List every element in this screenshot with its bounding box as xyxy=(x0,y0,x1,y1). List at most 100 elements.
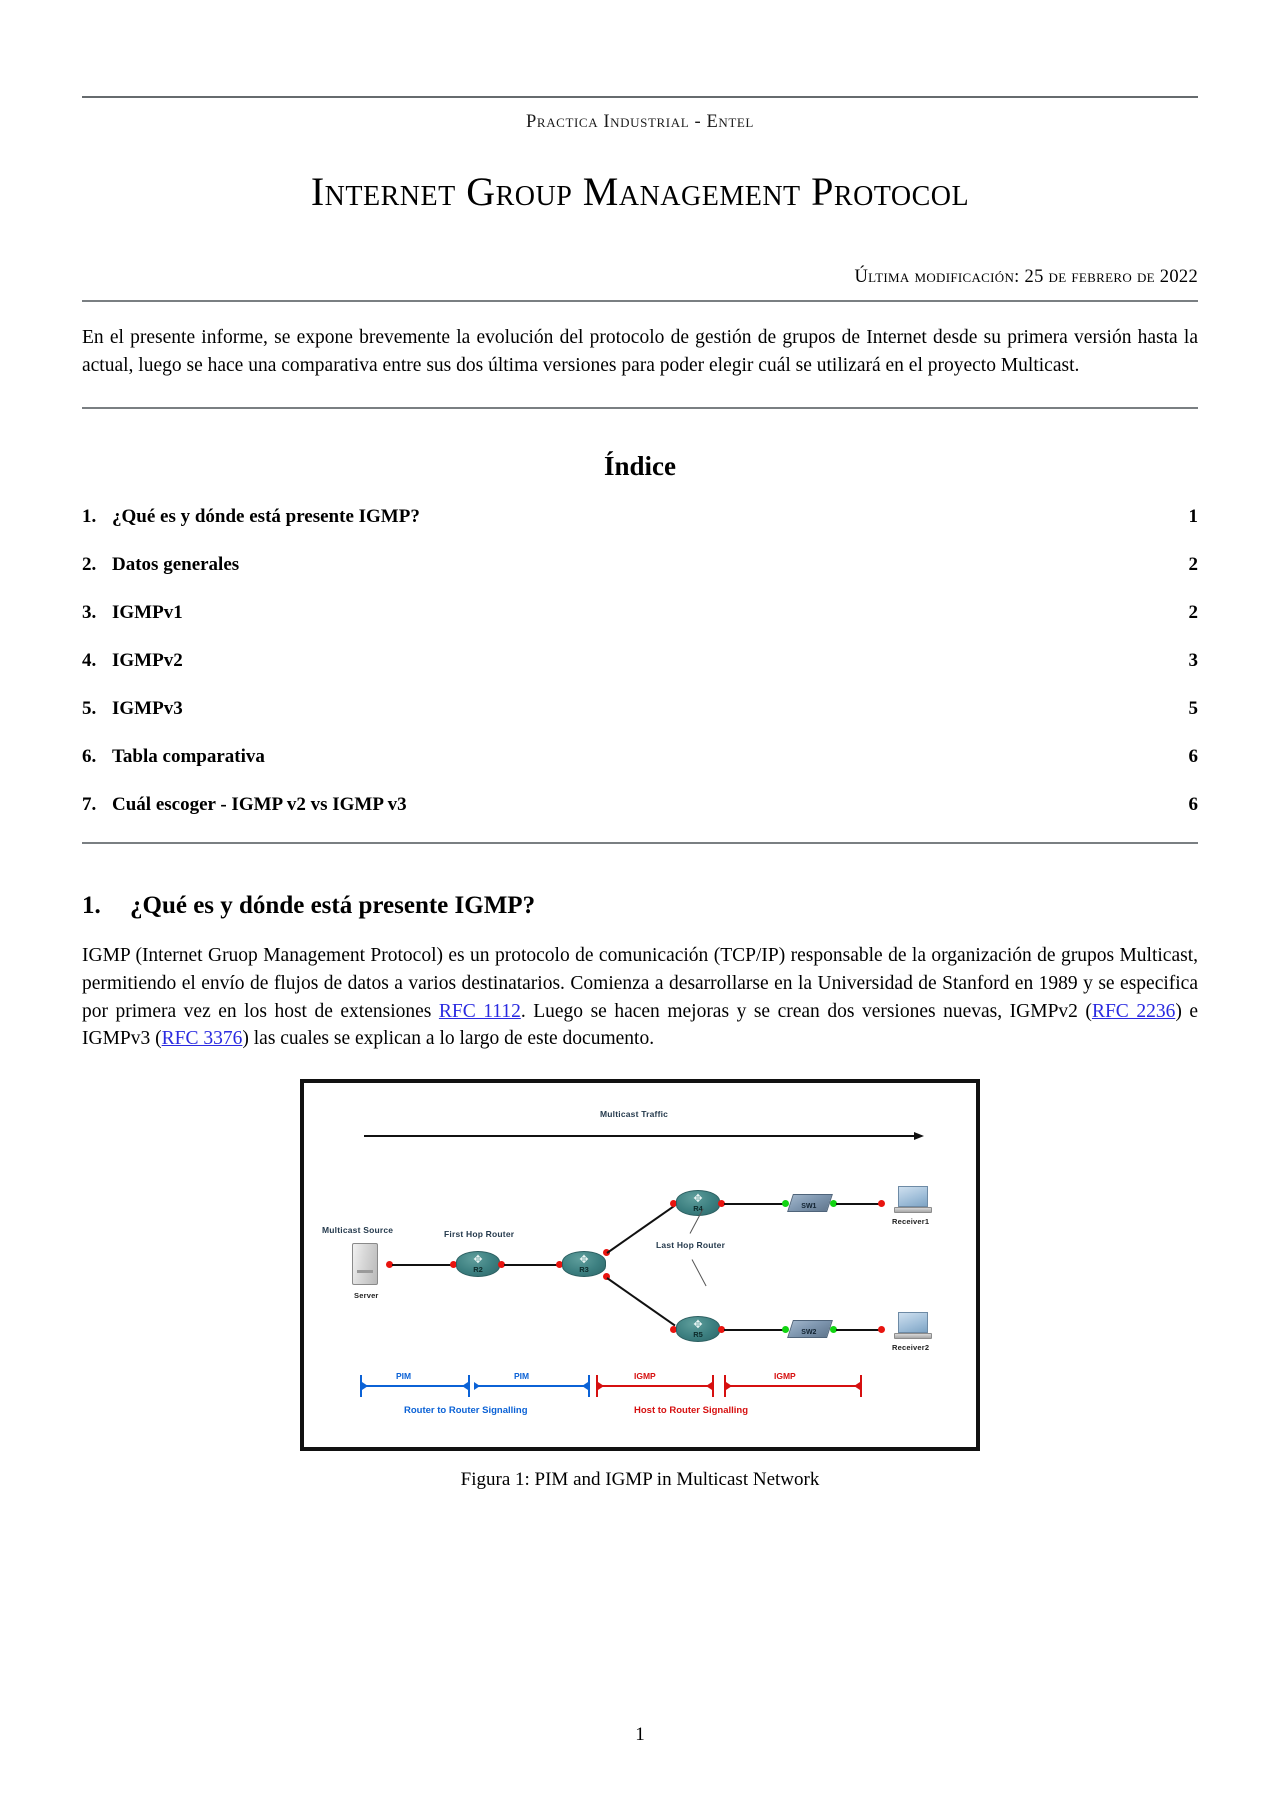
toc-label: Cuál escoger - IGMP v2 vs IGMP v3 xyxy=(112,794,407,816)
link-r3-r5 xyxy=(606,1277,676,1327)
r3-left-port xyxy=(556,1261,563,1269)
page-footer-number: 1 xyxy=(635,1724,645,1745)
server-port xyxy=(386,1261,393,1269)
pim-arrow-2-right xyxy=(474,1382,480,1391)
paragraph-part-4: ) las cuales se explican a lo largo de e… xyxy=(242,1028,655,1050)
sw1-left-port xyxy=(782,1200,789,1208)
multicast-traffic-label: Multicast Traffic xyxy=(600,1109,669,1120)
toc-label: IGMPv1 xyxy=(112,602,183,624)
router-r2-label: R2 xyxy=(473,1265,483,1275)
toc-entry-4[interactable]: 4. IGMPv2 3 xyxy=(82,650,1198,672)
igmp-arrow-2-left xyxy=(854,1382,860,1391)
pim-tick-3 xyxy=(588,1375,590,1398)
igmp-tick-4 xyxy=(860,1375,862,1398)
journal-line: Practica Industrial - Entel xyxy=(526,112,754,132)
last-hop-router-label: Last Hop Router xyxy=(656,1240,726,1251)
toc-entry-2[interactable]: 2. Datos generales 2 xyxy=(82,554,1198,576)
toc-entry-3[interactable]: 3. IGMPv1 2 xyxy=(82,602,1198,624)
toc-entry-7[interactable]: 7. Cuál escoger - IGMP v2 vs IGMP v3 6 xyxy=(82,794,1198,816)
toc-number: 7. xyxy=(82,794,97,816)
toc-number: 4. xyxy=(82,650,97,672)
router-arrows-icon: ✥ xyxy=(693,1318,703,1332)
section-1-paragraph: IGMP (Internet Gruop Management Protocol… xyxy=(82,942,1198,1053)
first-hop-router-label: First Hop Router xyxy=(444,1229,515,1240)
router-r4-label: R4 xyxy=(693,1204,703,1214)
toc-page-number: 6 xyxy=(1188,794,1199,816)
toc-label: IGMPv3 xyxy=(112,698,183,720)
igmp-arrow-1-left xyxy=(706,1382,712,1391)
section-title: ¿Qué es y dónde está presente IGMP? xyxy=(130,892,536,920)
link-server-r2 xyxy=(392,1264,454,1267)
toc-entry-6[interactable]: 6. Tabla comparativa 6 xyxy=(82,746,1198,768)
toc-page-number: 5 xyxy=(1188,698,1199,720)
toc-page-number: 2 xyxy=(1188,602,1199,624)
toc-page-number: 1 xyxy=(1188,506,1199,528)
section-number: 1. xyxy=(82,892,101,920)
igmp-tick-2 xyxy=(712,1375,714,1398)
figure-caption: Figura 1: PIM and IGMP in Multicast Netw… xyxy=(460,1469,820,1491)
masthead-bottom-rule xyxy=(82,300,1198,302)
toc-number: 5. xyxy=(82,698,97,720)
server-label: Server xyxy=(354,1291,379,1301)
r4-right-port xyxy=(718,1200,725,1208)
abstract-text: En el presente informe, se expone brevem… xyxy=(82,327,1198,376)
receiver1-label: Receiver1 xyxy=(892,1217,930,1227)
pim-tick-2 xyxy=(468,1375,470,1398)
router-signalling-label: Router to Router Signalling xyxy=(404,1405,528,1417)
toc-page-number: 2 xyxy=(1188,554,1199,576)
link-sw1-receiver1 xyxy=(836,1203,882,1206)
receiver2-laptop-icon xyxy=(894,1312,932,1342)
rfc-3376-link[interactable]: RFC 3376 xyxy=(161,1028,243,1050)
figure-1: Multicast Traffic Multicast Source Serve… xyxy=(82,1079,1198,1452)
link-r4-sw1 xyxy=(724,1203,786,1206)
receiver2-port xyxy=(878,1326,885,1334)
igmp-tick-1 xyxy=(596,1375,598,1398)
link-sw2-receiver2 xyxy=(836,1329,882,1332)
toc-page-number: 6 xyxy=(1188,746,1199,768)
server-icon xyxy=(352,1243,378,1286)
r2-left-port xyxy=(450,1261,457,1269)
toc-entry-1[interactable]: 1. ¿Qué es y dónde está presente IGMP? 1 xyxy=(82,506,1198,528)
router-r3-label: R3 xyxy=(579,1265,589,1275)
igmp-bar-2 xyxy=(730,1385,858,1388)
link-r2-r3 xyxy=(504,1264,560,1267)
toc-bottom-rule xyxy=(82,842,1198,845)
rfc-2236-link[interactable]: RFC 2236 xyxy=(1091,1000,1176,1022)
receiver1-laptop-icon xyxy=(894,1186,932,1216)
toc-number: 6. xyxy=(82,746,97,768)
section-1-heading: 1. ¿Qué es y dónde está presente IGMP? xyxy=(82,892,1198,920)
toc-number: 1. xyxy=(82,506,97,528)
pim-label-1: PIM xyxy=(396,1371,412,1382)
toc-number: 3. xyxy=(82,602,97,624)
abstract-bottom-rule xyxy=(82,407,1198,410)
r4-left-port xyxy=(670,1200,677,1208)
router-r5-label: R5 xyxy=(693,1330,703,1340)
receiver2-label: Receiver2 xyxy=(892,1343,930,1353)
toc-entry-5[interactable]: 5. IGMPv3 5 xyxy=(82,698,1198,720)
last-hop-leader-down xyxy=(691,1259,707,1287)
laptop-screen xyxy=(898,1186,928,1208)
pim-bar-2 xyxy=(478,1385,586,1388)
igmp-bar-1 xyxy=(602,1385,710,1388)
link-r5-sw2 xyxy=(724,1329,786,1332)
paragraph-part-1: IGMP (Internet Gruop Management Protocol… xyxy=(82,945,1198,1022)
sw2-right-port xyxy=(830,1326,837,1334)
toc-label: Datos generales xyxy=(112,554,240,576)
laptop-base xyxy=(894,1207,932,1214)
igmp-arrow-2-right xyxy=(726,1382,732,1391)
switch-sw2-label: SW2 xyxy=(801,1329,817,1337)
laptop-base xyxy=(894,1333,932,1340)
laptop-screen xyxy=(898,1312,928,1334)
toc-title: Índice xyxy=(603,451,676,482)
multicast-traffic-arrowhead xyxy=(914,1132,924,1141)
sw1-right-port xyxy=(830,1200,837,1208)
network-diagram: Multicast Traffic Multicast Source Serve… xyxy=(300,1079,980,1452)
page-content: Practica Industrial - Entel Internet Gro… xyxy=(82,0,1198,1491)
toc-label: Tabla comparativa xyxy=(112,746,265,768)
rfc-1112-link[interactable]: RFC 1112 xyxy=(438,1000,521,1022)
r5-right-port xyxy=(718,1326,725,1334)
masthead-top-rule xyxy=(82,96,1198,98)
switch-sw2: SW2 xyxy=(787,1320,833,1339)
router-arrows-icon: ✥ xyxy=(579,1253,589,1267)
last-modified-line: Última modificación: 25 de febrero de 20… xyxy=(854,267,1198,287)
